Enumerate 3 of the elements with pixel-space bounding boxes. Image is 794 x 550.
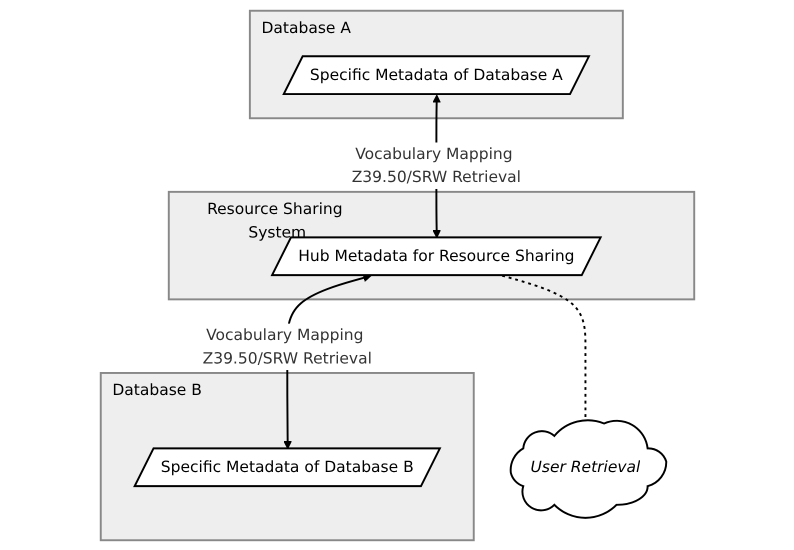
- connector: [501, 274, 586, 418]
- edge-label: Vocabulary Mapping Z39.50/SRW Retrieval: [202, 325, 372, 367]
- edge-label: Vocabulary Mapping Z39.50/SRW Retrieval: [351, 144, 520, 186]
